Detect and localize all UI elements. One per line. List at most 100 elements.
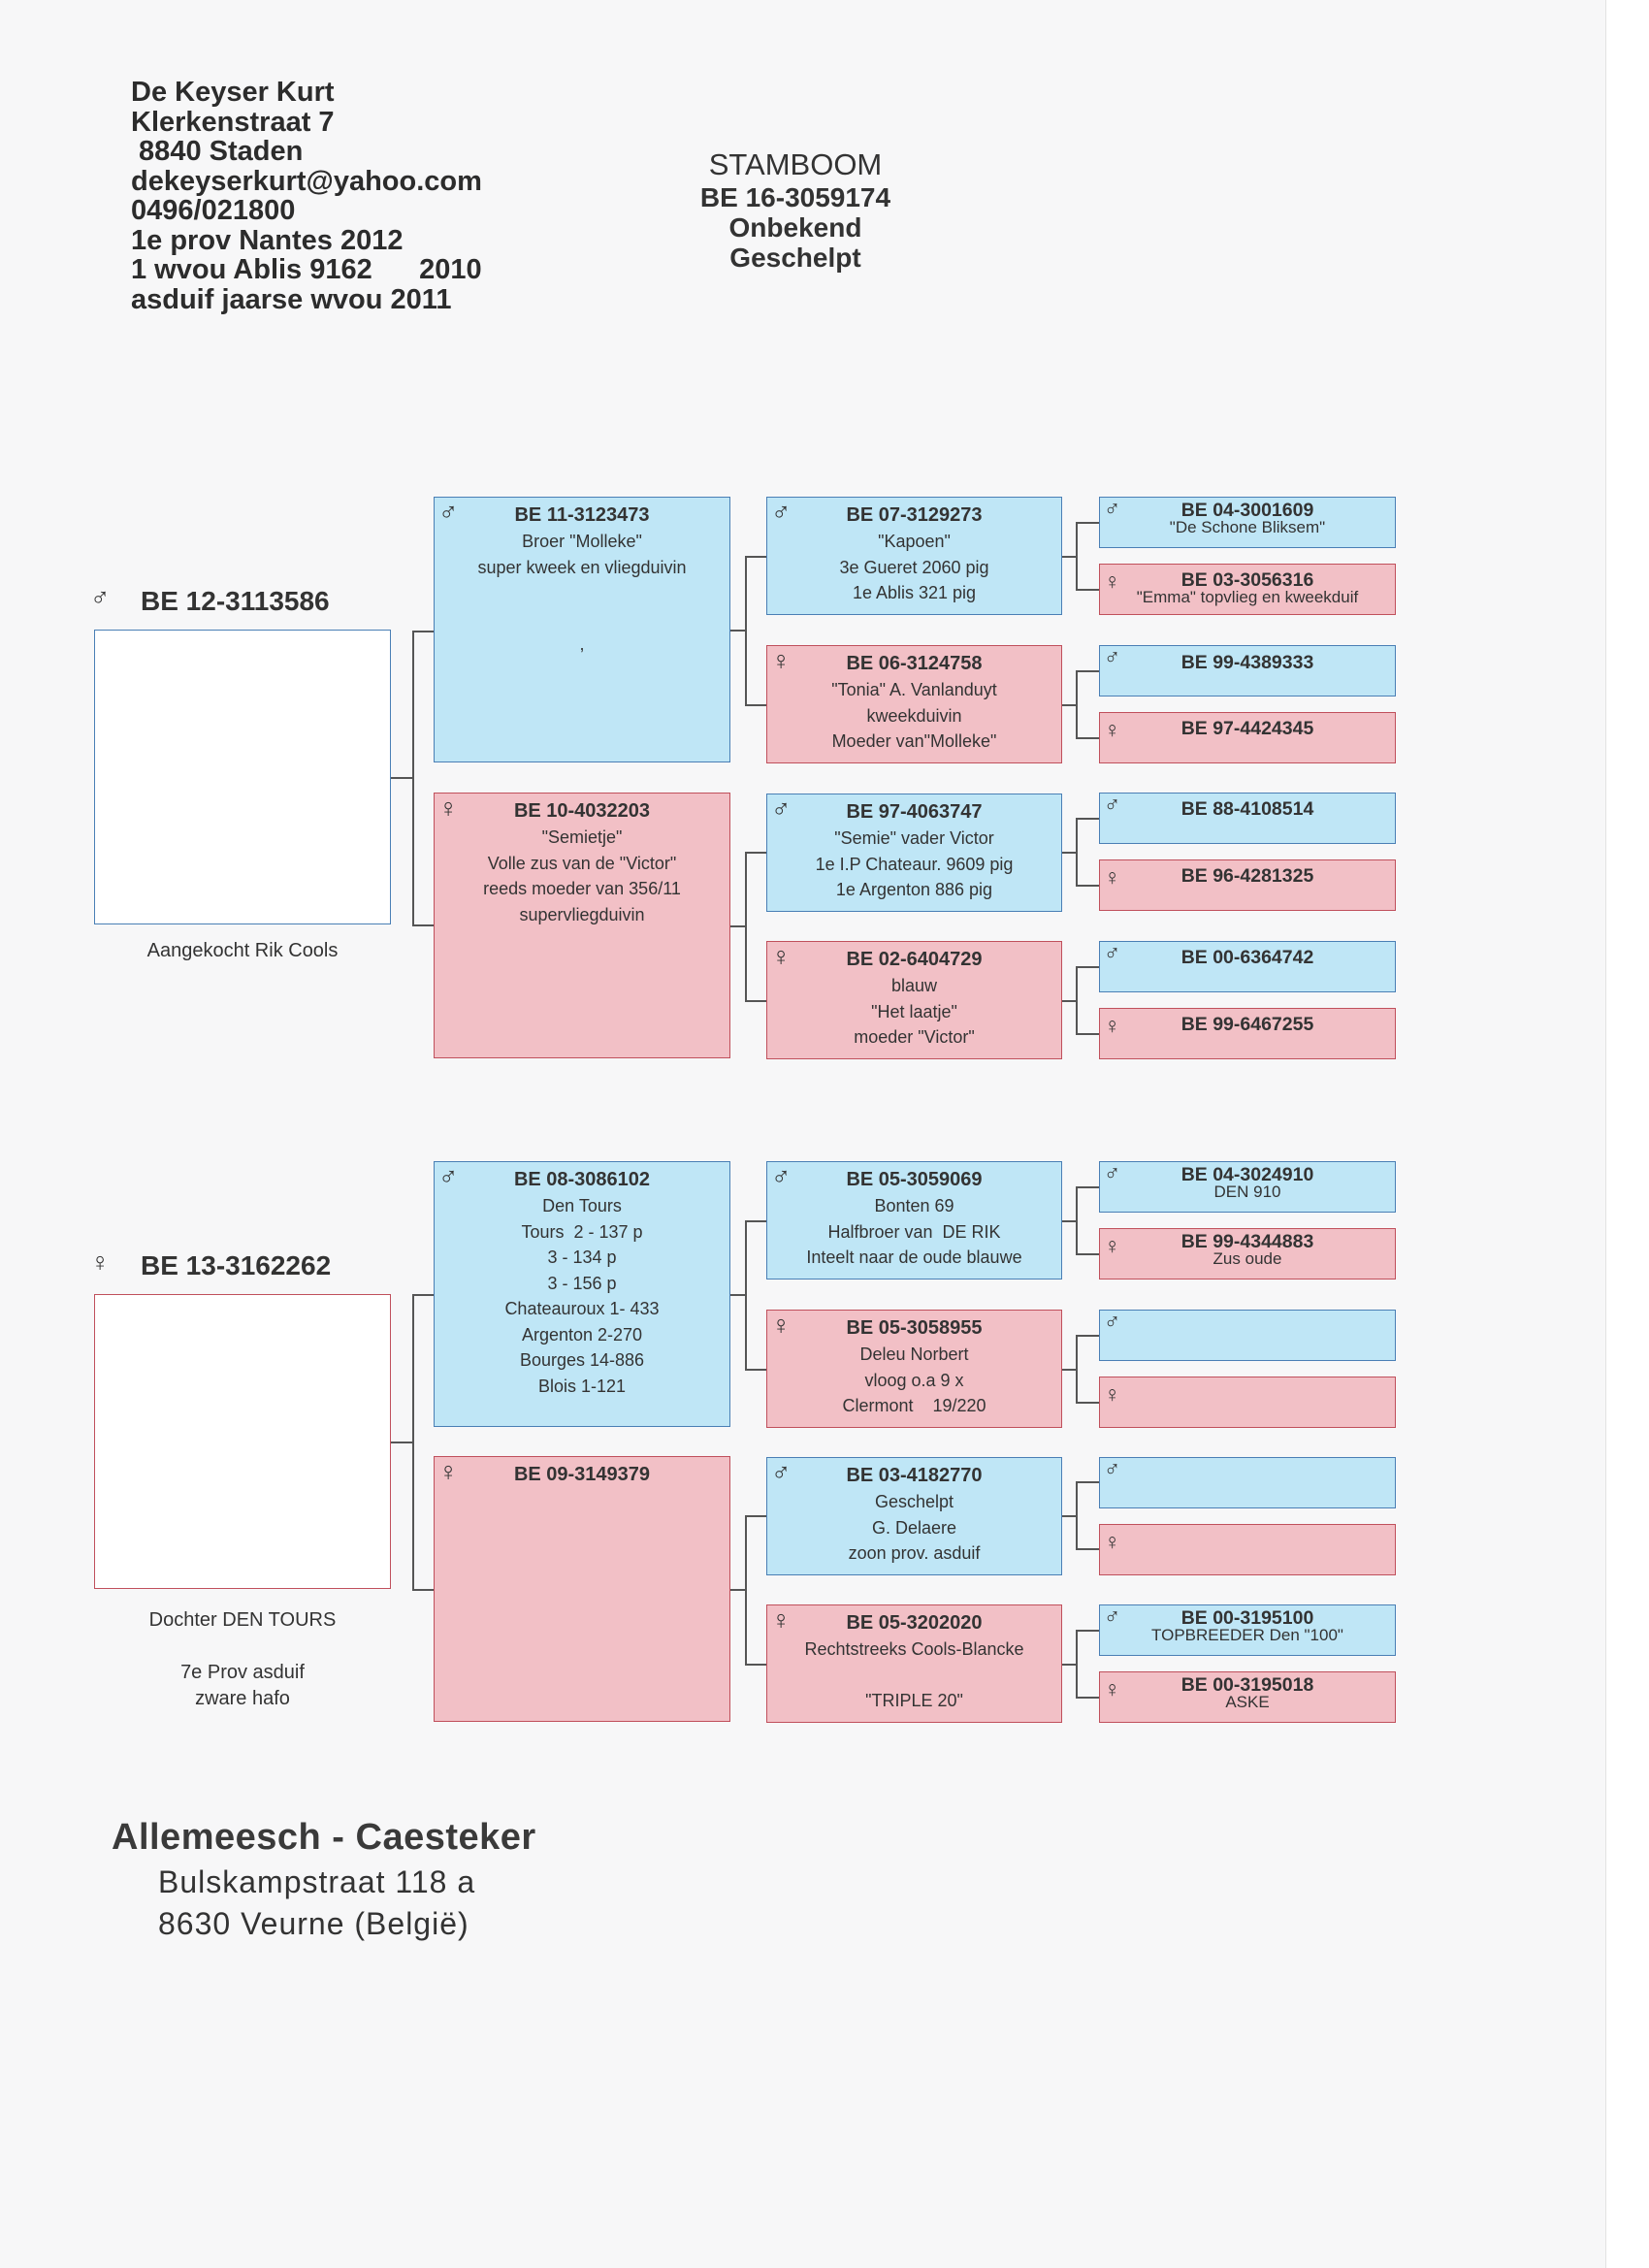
connector: [1076, 1186, 1078, 1253]
pedigree-card-dam-fm: ♀ BE 05-3058955 Deleu Norbert vloog o.a …: [766, 1310, 1062, 1428]
connector: [1062, 556, 1077, 558]
connector: [745, 1369, 766, 1371]
male-symbol-icon: ♂: [1104, 496, 1121, 521]
male-symbol-icon: ♂: [1104, 644, 1121, 669]
ring-number: BE 06-3124758: [846, 653, 983, 674]
pedigree-card-dam-mfm: ♀: [1099, 1524, 1396, 1575]
owner-result-1: 1e prov Nantes 2012: [131, 224, 404, 256]
ring-number: BE 11-3123473: [514, 504, 650, 526]
pedigree-card-dam-mother: ♀ BE 09-3149379: [434, 1456, 730, 1722]
connector: [1076, 1481, 1078, 1548]
connector: [745, 1220, 766, 1222]
connector: [745, 704, 766, 706]
connector: [745, 1515, 766, 1517]
pedigree-sheet: [0, 0, 1605, 2268]
connector: [1076, 1033, 1099, 1035]
male-symbol-icon: ♂: [771, 1458, 792, 1487]
pedigree-card-sire-mm: ♀ BE 02-6404729 blauw "Het laatje" moede…: [766, 941, 1062, 1059]
male-symbol-icon: ♂: [438, 498, 459, 527]
connector: [730, 925, 746, 927]
pedigree-card-sire-ffm: ♀ BE 03-3056316 "Emma" topvlieg en kweek…: [1099, 564, 1396, 615]
owner-result-2: 1 wvou Ablis 9162 2010: [131, 254, 482, 285]
ring-number: BE 97-4424345: [1180, 718, 1314, 739]
pedigree-card-sire-mfm: ♀ BE 96-4281325: [1099, 859, 1396, 911]
connector: [1062, 1220, 1077, 1222]
female-symbol-icon: ♀: [771, 942, 792, 971]
male-symbol-icon: ♂: [1104, 1160, 1121, 1185]
ring-number: BE 97-4063747: [846, 801, 983, 823]
sire-photo: [94, 630, 391, 924]
female-symbol-icon: ♀: [1104, 1381, 1121, 1407]
ring-number: BE 99-4389333: [1180, 652, 1314, 673]
connector: [1062, 1664, 1077, 1666]
card-info: TOPBREEDER Den "100": [1151, 1626, 1343, 1644]
connector: [412, 631, 414, 924]
card-info: "Tonia" A. Vanlanduyt kweekduivin Moeder…: [831, 680, 997, 751]
pedigree-card-sire-mmm: ♀ BE 99-6467255: [1099, 1008, 1396, 1059]
ring-number: BE 00-3195018: [1180, 1674, 1314, 1696]
pedigree-card-dam-father: ♂ BE 08-3086102 Den Tours Tours 2 - 137 …: [434, 1161, 730, 1427]
ring-number: BE 04-3001609: [1180, 500, 1314, 521]
title-block: STAMBOOM BE 16-3059174 Onbekend Geschelp…: [650, 147, 941, 273]
breeder-block: Allemeesch - Caesteker Bulskampstraat 11…: [112, 1817, 536, 1942]
pedigree-card-dam-fmf: ♂: [1099, 1310, 1396, 1361]
pedigree-card-sire-fm: ♀ BE 06-3124758 "Tonia" A. Vanlanduyt kw…: [766, 645, 1062, 763]
title-ring: BE 16-3059174: [699, 182, 891, 212]
card-info: blauw "Het laatje" moeder "Victor": [854, 976, 975, 1047]
connector: [391, 1442, 412, 1443]
pedigree-card-sire-fmf: ♂ BE 99-4389333: [1099, 645, 1396, 697]
ring-number: BE 03-4182770: [846, 1465, 983, 1486]
male-symbol-icon: ♂: [771, 498, 792, 527]
pedigree-card-dam-mff: ♂: [1099, 1457, 1396, 1508]
connector: [1076, 1630, 1078, 1697]
pedigree-card-dam-fmm: ♀: [1099, 1377, 1396, 1428]
connector: [412, 1294, 414, 1589]
breeder-street: Bulskampstraat 118 a: [158, 1864, 476, 1899]
female-symbol-icon: ♀: [90, 1247, 111, 1277]
scan-edge: [1605, 0, 1649, 2268]
pedigree-card-sire-mother: ♀ BE 10-4032203 "Semietje" Volle zus van…: [434, 793, 730, 1058]
pedigree-card-dam-fff: ♂ BE 04-3024910 DEN 910: [1099, 1161, 1396, 1213]
ring-number: BE 96-4281325: [1180, 865, 1314, 887]
connector: [1062, 704, 1077, 706]
ring-number: BE 05-3059069: [846, 1169, 983, 1190]
pedigree-card-sire-mf: ♂ BE 97-4063747 "Semie" vader Victor 1e …: [766, 794, 1062, 912]
dam-caption: Dochter DEN TOURS 7e Prov asduif zware h…: [148, 1609, 337, 1709]
male-symbol-icon: ♂: [90, 583, 111, 612]
pedigree-card-dam-mf: ♂ BE 03-4182770 Geschelpt G. Delaere zoo…: [766, 1457, 1062, 1575]
breeder-name: Allemeesch - Caesteker: [112, 1817, 536, 1858]
card-info: Zus oude: [1212, 1249, 1282, 1268]
connector: [1076, 522, 1078, 589]
card-info: Broer "Molleke" super kweek en vliegduiv…: [477, 532, 687, 654]
ring-number: BE 08-3086102: [513, 1169, 651, 1190]
connector: [1076, 1630, 1099, 1632]
female-symbol-icon: ♀: [1104, 568, 1121, 594]
pedigree-card-sire-fff: ♂ BE 04-3001609 "De Schone Bliksem": [1099, 497, 1396, 548]
connector: [1076, 522, 1099, 524]
connector: [1076, 1186, 1099, 1188]
pedigree-card-sire-ff: ♂ BE 07-3129273 "Kapoen" 3e Gueret 2060 …: [766, 497, 1062, 615]
connector: [730, 630, 746, 632]
ring-number: BE 10-4032203: [513, 800, 651, 822]
ring-number: BE 02-6404729: [846, 949, 983, 970]
connector: [1076, 818, 1078, 885]
connector: [1076, 885, 1099, 887]
card-info: "Semietje" Volle zus van de "Victor" ree…: [483, 827, 681, 924]
connector: [1062, 1369, 1077, 1371]
male-symbol-icon: ♂: [438, 1162, 459, 1191]
card-info: DEN 910: [1213, 1183, 1281, 1201]
pedigree-card-dam-ffm: ♀ BE 99-4344883 Zus oude: [1099, 1228, 1396, 1280]
owner-result-3: asduif jaarse wvou 2011: [131, 283, 452, 315]
card-info: Deleu Norbert vloog o.a 9 x Clermont 19/…: [842, 1345, 986, 1415]
connector: [412, 1589, 434, 1591]
connector: [412, 924, 434, 926]
owner-block: De Keyser Kurt Klerkenstraat 7 8840 Stad…: [131, 78, 482, 314]
card-info: Geschelpt G. Delaere zoon prov. asduif: [848, 1492, 981, 1563]
connector: [391, 777, 412, 779]
card-info: "Semie" vader Victor 1e I.P Chateaur. 96…: [815, 828, 1014, 899]
connector: [1076, 1253, 1099, 1255]
male-symbol-icon: ♂: [771, 1162, 792, 1191]
pedigree-card-sire-mmf: ♂ BE 00-6364742: [1099, 941, 1396, 992]
female-symbol-icon: ♀: [771, 646, 792, 675]
page-title: STAMBOOM: [708, 147, 883, 181]
